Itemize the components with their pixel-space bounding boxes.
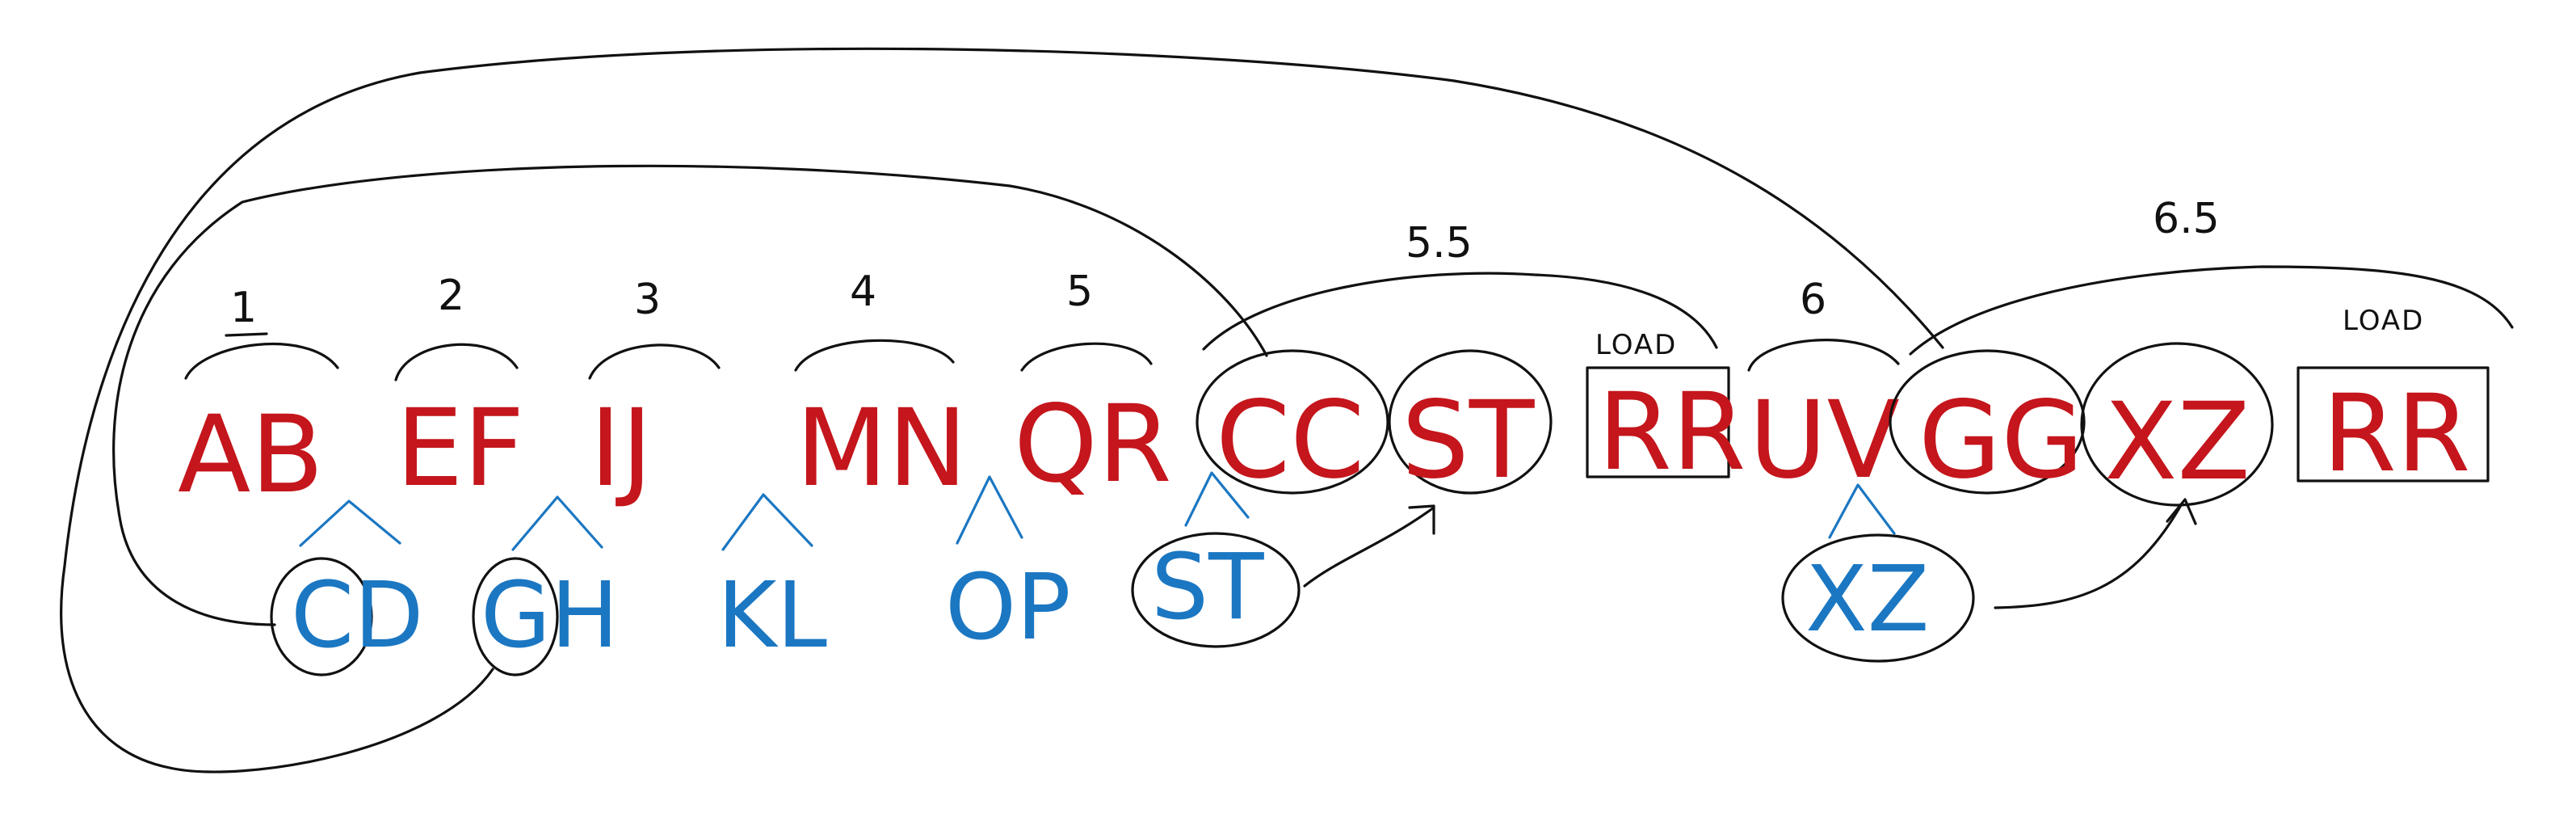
token-rr-2: RR (2322, 372, 2470, 496)
token-mn: MN (796, 386, 968, 511)
caret-st (1184, 471, 1250, 527)
pair-arc-qr (1020, 342, 1153, 372)
label-2: 2 (438, 272, 464, 320)
label-5-5: 5.5 (1406, 219, 1473, 268)
arrow-st-to-st (1303, 504, 1435, 588)
circle-xz-bottom (1781, 533, 1975, 663)
token-op: OP (945, 555, 1071, 660)
token-uv: UV (1749, 378, 1900, 503)
circle-gh (472, 557, 559, 676)
load-tag-1: LOAD (1595, 329, 1677, 361)
caret-cd (299, 499, 401, 547)
circle-xz-top (2080, 342, 2274, 507)
token-gh: GH (481, 563, 619, 668)
pair-arc-ij (588, 343, 721, 380)
label-6: 6 (1800, 276, 1826, 324)
token-cc: CC (1216, 378, 1364, 503)
pair-arc-mn (794, 339, 955, 372)
caret-op (956, 475, 1023, 545)
token-qr: QR (1014, 382, 1172, 507)
token-cd: CD (291, 563, 423, 668)
label-3: 3 (634, 276, 661, 324)
token-ab: AB (178, 393, 324, 517)
circle-st-top (1388, 349, 1553, 495)
link-arc-gh-to-gg (60, 47, 1944, 773)
token-xz-top: XZ (2104, 380, 2250, 504)
token-rr-1: RR (1598, 370, 1746, 495)
label-1: 1 (230, 284, 257, 332)
pair-arc-ab (184, 332, 339, 380)
box-rr-2 (2297, 366, 2490, 483)
caret-gh (511, 495, 603, 551)
link-arc-cd-to-cc (112, 164, 1268, 626)
group-arc-6-5 (1909, 265, 2514, 356)
label-6-5: 6.5 (2153, 195, 2220, 243)
load-tag-2: LOAD (2343, 305, 2424, 337)
arrow-xz-to-xz (1994, 498, 2197, 609)
circle-cd (270, 557, 373, 676)
token-gg: GG (1918, 378, 2084, 503)
caret-xz (1828, 483, 1896, 539)
token-kl: KL (717, 563, 827, 668)
label-4: 4 (850, 268, 876, 316)
group-arc-5-5 (1202, 272, 1718, 351)
caret-kl (721, 493, 813, 551)
token-st-top: ST (1401, 378, 1536, 503)
token-ij: IJ (590, 386, 653, 511)
token-xz-bottom: XZ (1805, 547, 1929, 652)
label-5: 5 (1066, 268, 1093, 316)
box-rr-1 (1586, 366, 1730, 478)
circle-cc (1196, 349, 1389, 495)
token-st-bottom: ST (1151, 535, 1264, 640)
circle-gg (1889, 349, 2086, 495)
pair-arc-uv (1747, 339, 1900, 372)
circle-st-bottom (1131, 532, 1301, 648)
pair-arc-ef (394, 343, 519, 381)
token-ef: EF (396, 386, 524, 511)
